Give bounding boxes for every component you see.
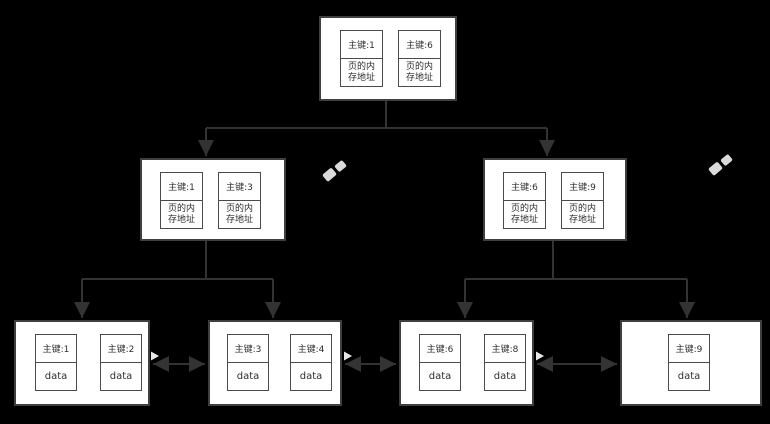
ghost-arrow-icon bbox=[536, 351, 544, 361]
root-splitter-line bbox=[206, 101, 547, 129]
node-leaf-2: 主键:3 data 主键:4 data bbox=[208, 320, 342, 406]
data-label: data bbox=[44, 371, 68, 382]
data-label: data bbox=[299, 371, 323, 382]
internal-left-cell-1: 主键:1 页的内存地址 bbox=[160, 172, 203, 229]
key-label: 主键:6 bbox=[504, 173, 545, 201]
leaf2-cell-1: 主键:3 data bbox=[227, 334, 269, 391]
key-label: 主键:9 bbox=[669, 335, 709, 363]
page-address-label: 页的内存地址 bbox=[510, 203, 538, 225]
data-label: data bbox=[109, 371, 133, 382]
node-root: 主键:1 页的内存地址 主键:6 页的内存地址 bbox=[319, 16, 457, 101]
page-address-label: 页的内存地址 bbox=[167, 203, 195, 225]
page-address-label: 页的内存地址 bbox=[568, 203, 596, 225]
internal-left-splitter-line bbox=[82, 241, 273, 280]
data-label: data bbox=[677, 371, 701, 382]
key-label: 主键:1 bbox=[36, 335, 76, 363]
key-label: 主键:1 bbox=[341, 31, 382, 59]
root-cell-2: 主键:6 页的内存地址 bbox=[398, 30, 441, 87]
leaf1-cell-1: 主键:1 data bbox=[35, 334, 77, 391]
ghost-arrow-icon bbox=[344, 351, 352, 361]
node-leaf-4: 主键:9 data bbox=[620, 320, 762, 406]
node-internal-left: 主键:1 页的内存地址 主键:3 页的内存地址 bbox=[140, 158, 286, 241]
leaf1-cell-2: 主键:2 data bbox=[100, 334, 142, 391]
leaf2-cell-2: 主键:4 data bbox=[290, 334, 332, 391]
internal-right-splitter-line bbox=[465, 241, 687, 280]
node-leaf-3: 主键:6 data 主键:8 data bbox=[399, 320, 534, 406]
page-address-label: 页的内存地址 bbox=[347, 61, 375, 83]
parent-child-connectors bbox=[74, 101, 695, 318]
ghost-arrow-icon bbox=[151, 351, 159, 361]
node-leaf-1: 主键:1 data 主键:2 data bbox=[14, 320, 150, 406]
key-label: 主键:6 bbox=[420, 335, 460, 363]
page-address-label: 页的内存地址 bbox=[225, 203, 253, 225]
key-label: 主键:6 bbox=[399, 31, 440, 59]
key-label: 主键:4 bbox=[291, 335, 331, 363]
internal-left-cell-2: 主键:3 页的内存地址 bbox=[218, 172, 261, 229]
page-address-label: 页的内存地址 bbox=[405, 61, 433, 83]
internal-right-cell-2: 主键:9 页的内存地址 bbox=[561, 172, 604, 229]
leaf3-cell-2: 主键:8 data bbox=[484, 334, 526, 391]
key-label: 主键:2 bbox=[101, 335, 141, 363]
data-label: data bbox=[493, 371, 517, 382]
leaf3-cell-1: 主键:6 data bbox=[419, 334, 461, 391]
data-label: data bbox=[428, 371, 452, 382]
leaf4-cell-1: 主键:9 data bbox=[668, 334, 710, 391]
key-label: 主键:9 bbox=[562, 173, 603, 201]
key-label: 主键:3 bbox=[228, 335, 268, 363]
node-internal-right: 主键:6 页的内存地址 主键:9 页的内存地址 bbox=[483, 158, 627, 241]
key-label: 主键:1 bbox=[161, 173, 202, 201]
root-cell-1: 主键:1 页的内存地址 bbox=[340, 30, 383, 87]
key-label: 主键:8 bbox=[485, 335, 525, 363]
ghost-arrowheads bbox=[151, 351, 544, 361]
data-label: data bbox=[236, 371, 260, 382]
internal-right-cell-1: 主键:6 页的内存地址 bbox=[503, 172, 546, 229]
key-label: 主键:3 bbox=[219, 173, 260, 201]
